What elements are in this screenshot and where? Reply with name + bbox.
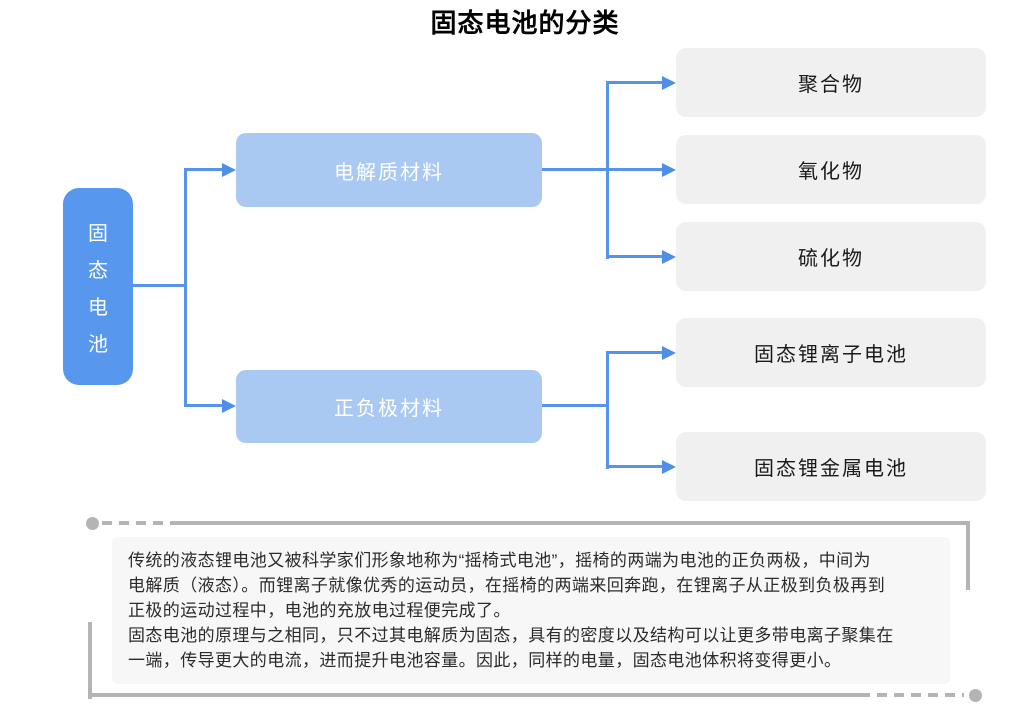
note-frame-top-dash xyxy=(102,521,174,525)
note-line: 电解质（液态）。而锂离子就像优秀的运动员，在摇椅的两端来回奔跑，在锂离子从正极到… xyxy=(128,576,886,595)
leaf-node-oxide: 氧化物 xyxy=(676,135,986,204)
arrowhead-to-sulfide xyxy=(662,250,676,264)
leaf-node-solid-li-metal-battery: 固态锂金属电池 xyxy=(676,432,986,501)
note-frame-top-left-dot xyxy=(86,517,99,530)
leaf-node-solid-li-ion-battery: 固态锂离子电池 xyxy=(676,318,986,387)
connector-line-to-li-metal xyxy=(606,465,662,468)
branch-node-electrode-material: 正负极材料 xyxy=(236,370,542,443)
connector-electrode-vline xyxy=(606,351,609,469)
note-frame-bottom-right-dot xyxy=(969,689,982,702)
connector-line-to-electrolyte xyxy=(184,168,222,171)
connector-electrolyte-hline xyxy=(542,168,609,171)
root-node-solid-state-battery: 固 态 电 池 xyxy=(63,188,133,385)
note-line: 传统的液态锂电池又被科学家们形象地称为“摇椅式电池”，摇椅的两端为电池的正负两极… xyxy=(128,551,871,570)
arrowhead-to-electrode xyxy=(222,399,236,413)
leaf-label: 固态锂离子电池 xyxy=(754,344,908,366)
leaf-label: 固态锂金属电池 xyxy=(754,458,908,480)
root-char: 池 xyxy=(88,333,108,356)
note-frame-right-line xyxy=(966,521,970,590)
connector-electrode-hline xyxy=(542,404,609,407)
connector-line-to-electrode xyxy=(184,404,222,407)
note-line: 正极的运动过程中，电池的充放电过程便完成了。 xyxy=(128,601,511,620)
note-frame-top-line xyxy=(172,521,970,525)
branch-label: 正负极材料 xyxy=(334,398,444,420)
connector-electrolyte-vline xyxy=(606,81,609,259)
branch-node-electrolyte-material: 电解质材料 xyxy=(236,133,542,207)
note-box: 传统的液态锂电池又被科学家们形象地称为“摇椅式电池”，摇椅的两端为电池的正负两极… xyxy=(112,537,950,684)
note-frame-bottom-dash xyxy=(860,693,964,697)
root-char: 态 xyxy=(88,259,108,282)
root-char: 固 xyxy=(88,222,108,245)
connector-line-to-sulfide xyxy=(606,255,662,258)
arrowhead-to-polymer xyxy=(662,76,676,90)
leaf-label: 聚合物 xyxy=(798,74,864,96)
note-line: 固态电池的原理与之相同，只不过其电解质为固态，具有的密度以及结构可以让更多带电离… xyxy=(128,626,894,645)
leaf-label: 硫化物 xyxy=(798,248,864,270)
note-line: 一端，传导更大的电流，进而提升电池容量。因此，同样的电量，固态电池体积将变得更小… xyxy=(128,651,842,670)
leaf-label: 氧化物 xyxy=(798,161,864,183)
connector-line-to-oxide xyxy=(609,168,662,171)
branch-label: 电解质材料 xyxy=(334,161,444,184)
note-frame-left-line xyxy=(88,622,92,699)
leaf-node-sulfide: 硫化物 xyxy=(676,222,986,291)
connector-root-vline xyxy=(184,168,187,407)
note-frame-bottom-line xyxy=(88,693,862,697)
page-title: 固态电池的分类 xyxy=(430,8,620,38)
connector-root-hline xyxy=(133,284,186,287)
connector-line-to-li-ion xyxy=(606,351,662,354)
arrowhead-to-electrolyte xyxy=(222,163,236,177)
arrowhead-to-li-ion xyxy=(662,346,676,360)
leaf-node-polymer: 聚合物 xyxy=(676,48,986,117)
connector-line-to-polymer xyxy=(606,81,662,84)
root-char: 电 xyxy=(88,296,108,319)
arrowhead-to-oxide xyxy=(662,163,676,177)
arrowhead-to-li-metal xyxy=(662,460,676,474)
